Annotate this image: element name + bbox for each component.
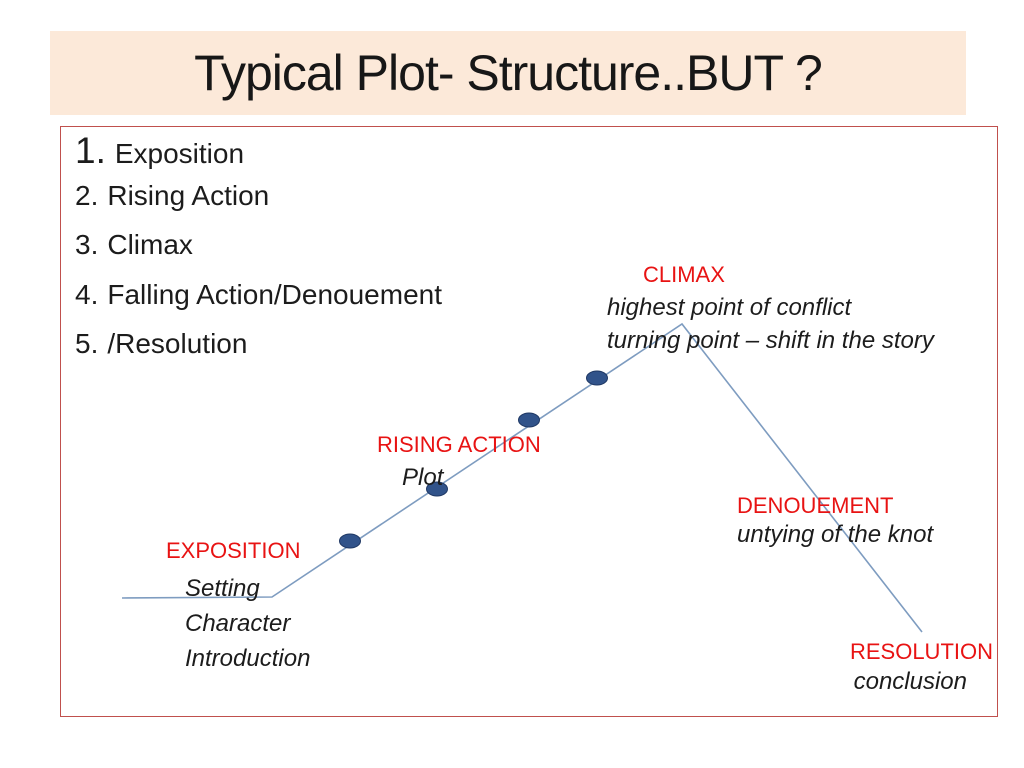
list-item-number: 4. [75, 278, 99, 310]
list-item-label: Rising Action [107, 179, 270, 211]
stage-detail-line: Setting [185, 575, 260, 602]
list-item: 1. Exposition [75, 130, 442, 180]
list-item-label: Exposition [114, 138, 245, 169]
list-item-number: 3. [75, 229, 99, 260]
title-banner: Typical Plot- Structure..BUT ? [50, 31, 966, 115]
stage-detail-exposition: Setting Character Introduction [185, 571, 310, 676]
list-item-label: Climax [107, 229, 193, 260]
list-item-label: /Resolution [107, 328, 248, 359]
stage-label-climax: CLIMAX [643, 262, 725, 287]
stage-detail-line: Character [185, 610, 291, 637]
list-item-number: 2. [75, 179, 99, 211]
stage-detail-rising-action: Plot [402, 464, 444, 491]
stage-label-rising-action: RISING ACTION [377, 432, 541, 457]
stage-label-resolution: RESOLUTION [849, 639, 993, 664]
slide-title: Typical Plot- Structure..BUT ? [194, 45, 823, 101]
stage-label-denouement: DENOUEMENT [737, 493, 894, 518]
plot-structure-list: 1. Exposition 2. Rising Action 3. Climax… [75, 130, 442, 378]
stage-detail-resolution: conclusion [853, 668, 967, 695]
stage-detail-line: turning point – shift in the story [607, 327, 934, 354]
list-item-number: 5. [75, 328, 99, 359]
list-item: 4. Falling Action/Denouement [75, 279, 442, 329]
list-item: 3. Climax [75, 229, 442, 279]
stage-label-exposition: EXPOSITION [166, 538, 301, 563]
stage-detail-line: highest point of conflict [607, 294, 852, 321]
stage-detail-climax: highest point of conflict turning point … [607, 291, 934, 357]
stage-detail-denouement: untying of the knot [737, 521, 934, 548]
stage-detail-line: Introduction [185, 645, 311, 672]
list-item-number: 1. [75, 130, 106, 171]
list-item-label: Falling Action/Denouement [107, 278, 443, 310]
list-item: 2. Rising Action [75, 180, 442, 230]
list-item: 5. /Resolution [75, 328, 442, 378]
